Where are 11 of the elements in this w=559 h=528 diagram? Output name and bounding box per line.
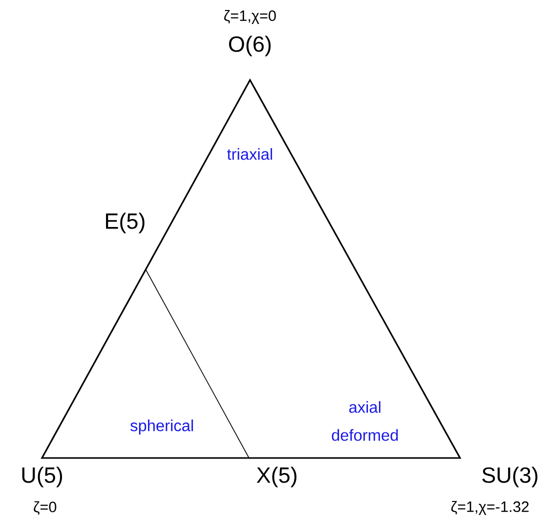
region-label: triaxial <box>227 148 272 160</box>
region-label: spherical <box>130 420 193 434</box>
vertex-label: U(5) <box>22 466 62 488</box>
region-label: axial deformed <box>332 401 398 441</box>
point-label: X(5) <box>256 466 296 488</box>
parameter-label: ζ=0 <box>34 501 56 515</box>
parameter-label: ζ=1,χ=0 <box>224 10 276 24</box>
vertex-label: SU(3) <box>482 466 538 488</box>
parameter-label: ζ=1,χ=-1.32 <box>451 501 529 515</box>
vertex-label: O(6) <box>229 36 271 56</box>
point-label: E(5) <box>106 212 144 234</box>
